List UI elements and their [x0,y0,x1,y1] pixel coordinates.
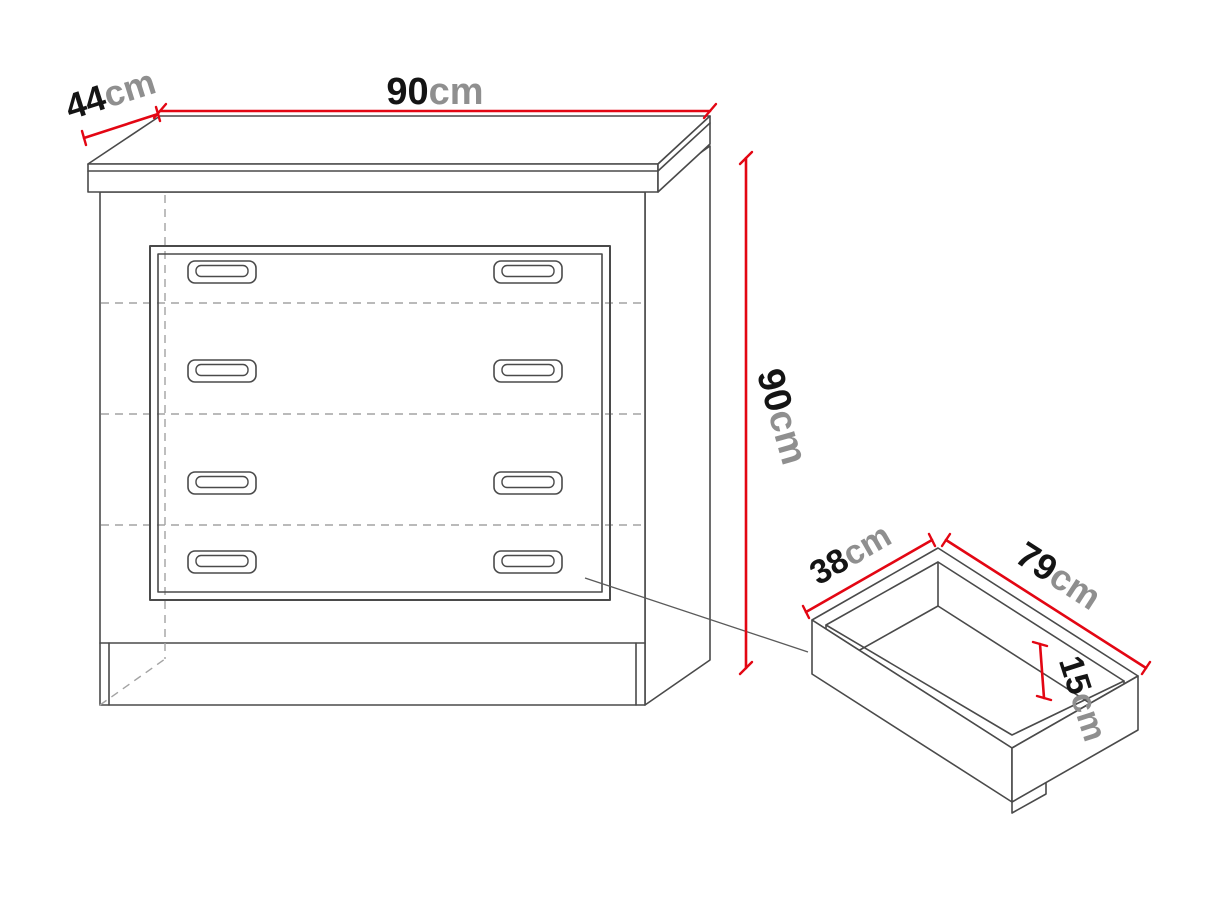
drawer-rim-inner [825,561,1125,736]
dimension-tick [702,102,718,120]
drawer-handle [493,550,563,574]
drawer-handle [187,471,257,495]
dresser-side-panel [644,145,711,706]
dimension-width: 90cm [152,71,718,120]
dimension-drawer-width: 79cm [940,532,1152,676]
dimension-tick [1140,660,1152,676]
drawer-glide-rail [1011,782,1047,814]
drawer-handle [493,471,563,495]
dimension-tick [738,150,754,166]
dimension-line-drawer-width [944,538,1148,670]
drawer-handle [187,260,257,284]
width-value: 90 [386,71,428,113]
dresser-drawing [87,115,711,706]
dimension-line-depth [82,112,160,140]
dimension-tick [940,532,952,548]
dimension-tick [154,105,162,123]
width-dimension-label: 90cm [386,71,483,113]
dimension-tick [1031,640,1049,648]
drawer-front-outer-wall [1011,675,1139,803]
dimension-line-drawer-height [1038,642,1046,700]
drawer-detail-drawing [811,547,1139,814]
drawer-frame-outer [149,245,611,601]
drawer-handle [493,359,563,383]
drawer-handle [493,260,563,284]
dimension-tick [927,532,937,548]
width-unit: cm [429,71,484,113]
drawer-handle [187,550,257,574]
drawer-frame-inner [157,253,603,593]
dimension-line-drawer-depth [804,538,934,614]
dresser-top-surface [87,115,711,165]
dimension-tick [1035,694,1053,702]
drawer-handle [187,359,257,383]
callout-line [584,577,809,653]
dimension-tick [738,660,754,676]
dresser-top-front-edge [87,163,659,193]
dresser-top-side-bevel-line [657,122,711,172]
dresser-front-panel [99,191,646,706]
dimension-tick [801,604,811,620]
dimension-tick [80,129,88,147]
